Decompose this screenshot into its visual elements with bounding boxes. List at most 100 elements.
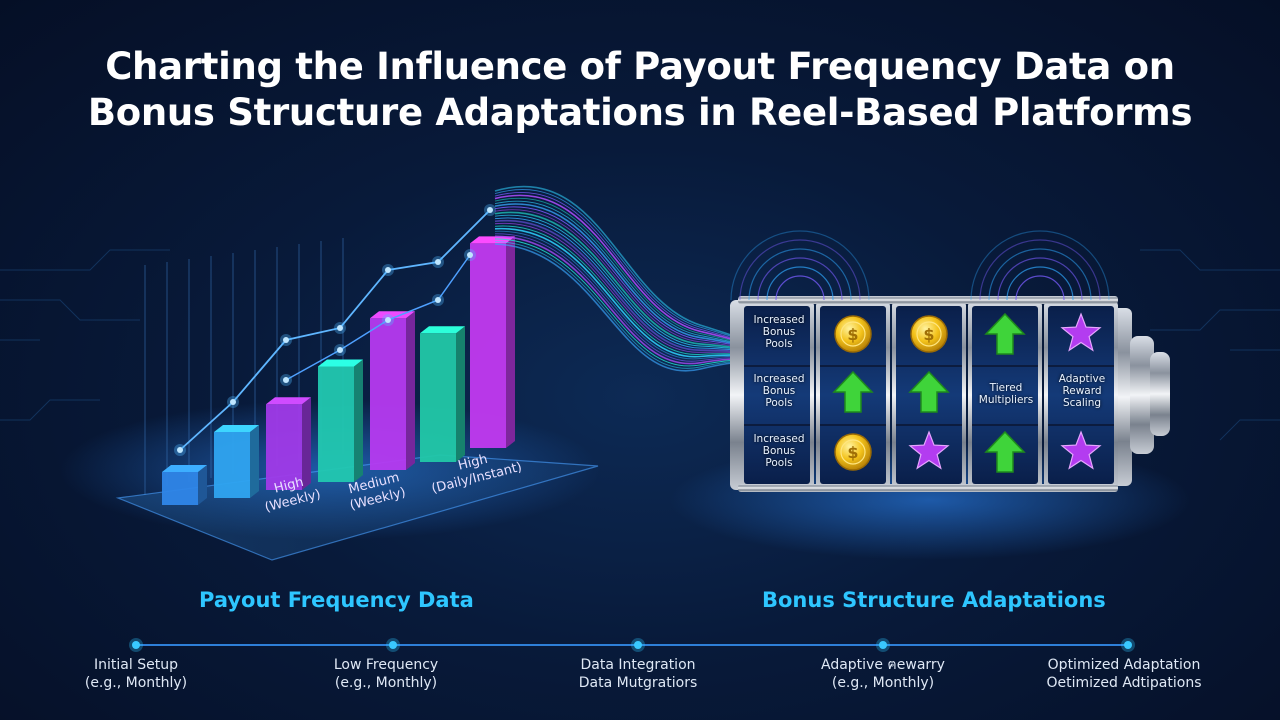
signal-arc <box>766 266 834 301</box>
star-shape <box>1060 312 1102 352</box>
trend-point <box>435 259 441 265</box>
timeline-node <box>634 641 642 649</box>
reel-1-cell-2-label: Increased Bonus Pools <box>753 373 805 409</box>
reel-1 <box>740 300 814 490</box>
arrow-up-icon <box>832 370 874 413</box>
bar-side <box>456 326 465 462</box>
trend-point <box>337 325 343 331</box>
timeline-label-4-line2: (e.g., Monthly) <box>831 675 935 691</box>
reel-4 <box>968 300 1042 490</box>
signal-arc <box>970 230 1110 301</box>
coin-ring <box>840 439 866 465</box>
section-label-payout-frequency: Payout Frequency Data <box>199 588 474 612</box>
reel-bottom-rail <box>738 484 1118 492</box>
coin-body <box>834 315 872 353</box>
signal-arc <box>757 257 843 301</box>
timeline-label-2-line2: (e.g., Monthly) <box>334 675 438 691</box>
trend-point <box>283 377 289 383</box>
bar-side <box>302 397 311 490</box>
background-circuit-lines <box>0 249 1280 441</box>
timeline <box>129 638 1135 652</box>
arrow-shape <box>832 370 874 413</box>
coin-ring <box>840 321 866 347</box>
slot-reel-machine: $ $ $ <box>730 296 1170 492</box>
reel-5 <box>1044 300 1118 490</box>
arrow-up-icon <box>908 370 950 413</box>
timeline-node <box>879 641 887 649</box>
signal-arc <box>775 275 825 301</box>
reel-5-label: Adaptive Reward Scaling <box>1058 373 1106 409</box>
circuit-line <box>1140 249 1280 271</box>
chart-bar <box>214 425 259 498</box>
coin-body <box>910 315 948 353</box>
star-icon <box>1060 312 1102 352</box>
timeline-label-4-line1: Adaptive ฅewarry <box>821 657 945 673</box>
bar-top <box>420 326 465 334</box>
coin-glyph: $ <box>847 443 858 462</box>
bar-top <box>266 397 311 405</box>
section-label-bonus-adaptations: Bonus Structure Adaptations <box>762 588 1106 612</box>
signal-arc <box>997 257 1083 301</box>
timeline-label-2-line1: Low Frequency <box>333 657 439 673</box>
timeline-label-5: Optimized Adaptation Oetimized Adtipatio… <box>1024 656 1224 692</box>
trend-point <box>283 337 289 343</box>
coin-ring <box>916 321 942 347</box>
signal-arc <box>739 239 861 301</box>
timeline-node <box>1124 641 1132 649</box>
signal-arc <box>730 230 870 301</box>
star-shape <box>1060 430 1102 470</box>
timeline-label-1: Initial Setup (e.g., Monthly) <box>36 656 236 692</box>
timeline-label-3-line2: Data Mutgratiors <box>578 675 698 691</box>
arrow-shape <box>984 430 1026 473</box>
circuit-line <box>0 299 140 321</box>
bar-side <box>506 236 515 448</box>
page-title: Charting the Influence of Payout Frequen… <box>0 44 1280 136</box>
circuit-line <box>1219 419 1280 441</box>
coin-body <box>834 433 872 471</box>
coin-icon: $ <box>910 315 948 353</box>
trend-point <box>385 267 391 273</box>
reel-axle-knob <box>1150 352 1170 436</box>
circuit-line <box>0 249 170 271</box>
bar-side <box>250 425 259 498</box>
bar-front <box>162 472 198 505</box>
signal-arc <box>979 239 1101 301</box>
circuit-line <box>0 399 100 421</box>
bar-top <box>318 359 363 367</box>
star-shape <box>908 430 950 470</box>
signal-arc <box>748 248 852 301</box>
timeline-label-5-line1: Optimized Adaptation <box>1047 657 1201 673</box>
title-line-2: Bonus Structure Adaptations in Reel-Base… <box>87 91 1193 134</box>
signal-arc <box>988 248 1092 301</box>
timeline-label-2: Low Frequency (e.g., Monthly) <box>286 656 486 692</box>
chart-bar <box>318 359 363 482</box>
trend-point <box>177 447 183 453</box>
chart-bar <box>266 397 311 490</box>
bar-side <box>354 359 363 482</box>
trend-point <box>487 207 493 213</box>
bar-top <box>214 425 259 432</box>
signal-arc <box>1015 275 1065 301</box>
timeline-node <box>132 641 140 649</box>
circuit-line <box>1150 309 1280 331</box>
bar-front <box>470 243 506 448</box>
timeline-label-1-line1: Initial Setup <box>94 657 178 673</box>
title-line-1: Charting the Influence of Payout Frequen… <box>105 45 1175 88</box>
coin-icon: $ <box>834 315 872 353</box>
arrow-up-icon <box>984 312 1026 355</box>
signal-arcs <box>730 230 1110 301</box>
reel-1-cell-3-label: Increased Bonus Pools <box>753 433 805 469</box>
trend-point <box>435 297 441 303</box>
reel-face <box>1048 306 1114 484</box>
trend-point <box>337 347 343 353</box>
trend-lines <box>174 204 496 456</box>
trend-point <box>385 317 391 323</box>
bar-front <box>266 404 302 490</box>
arrow-up-icon <box>984 430 1026 473</box>
star-icon <box>908 430 950 470</box>
reel-4-label: Tiered Multipliers <box>978 382 1034 406</box>
timeline-label-1-line2: (e.g., Monthly) <box>84 675 188 691</box>
coin-icon: $ <box>834 433 872 471</box>
timeline-label-4: Adaptive ฅewarry (e.g., Monthly) <box>783 656 983 692</box>
